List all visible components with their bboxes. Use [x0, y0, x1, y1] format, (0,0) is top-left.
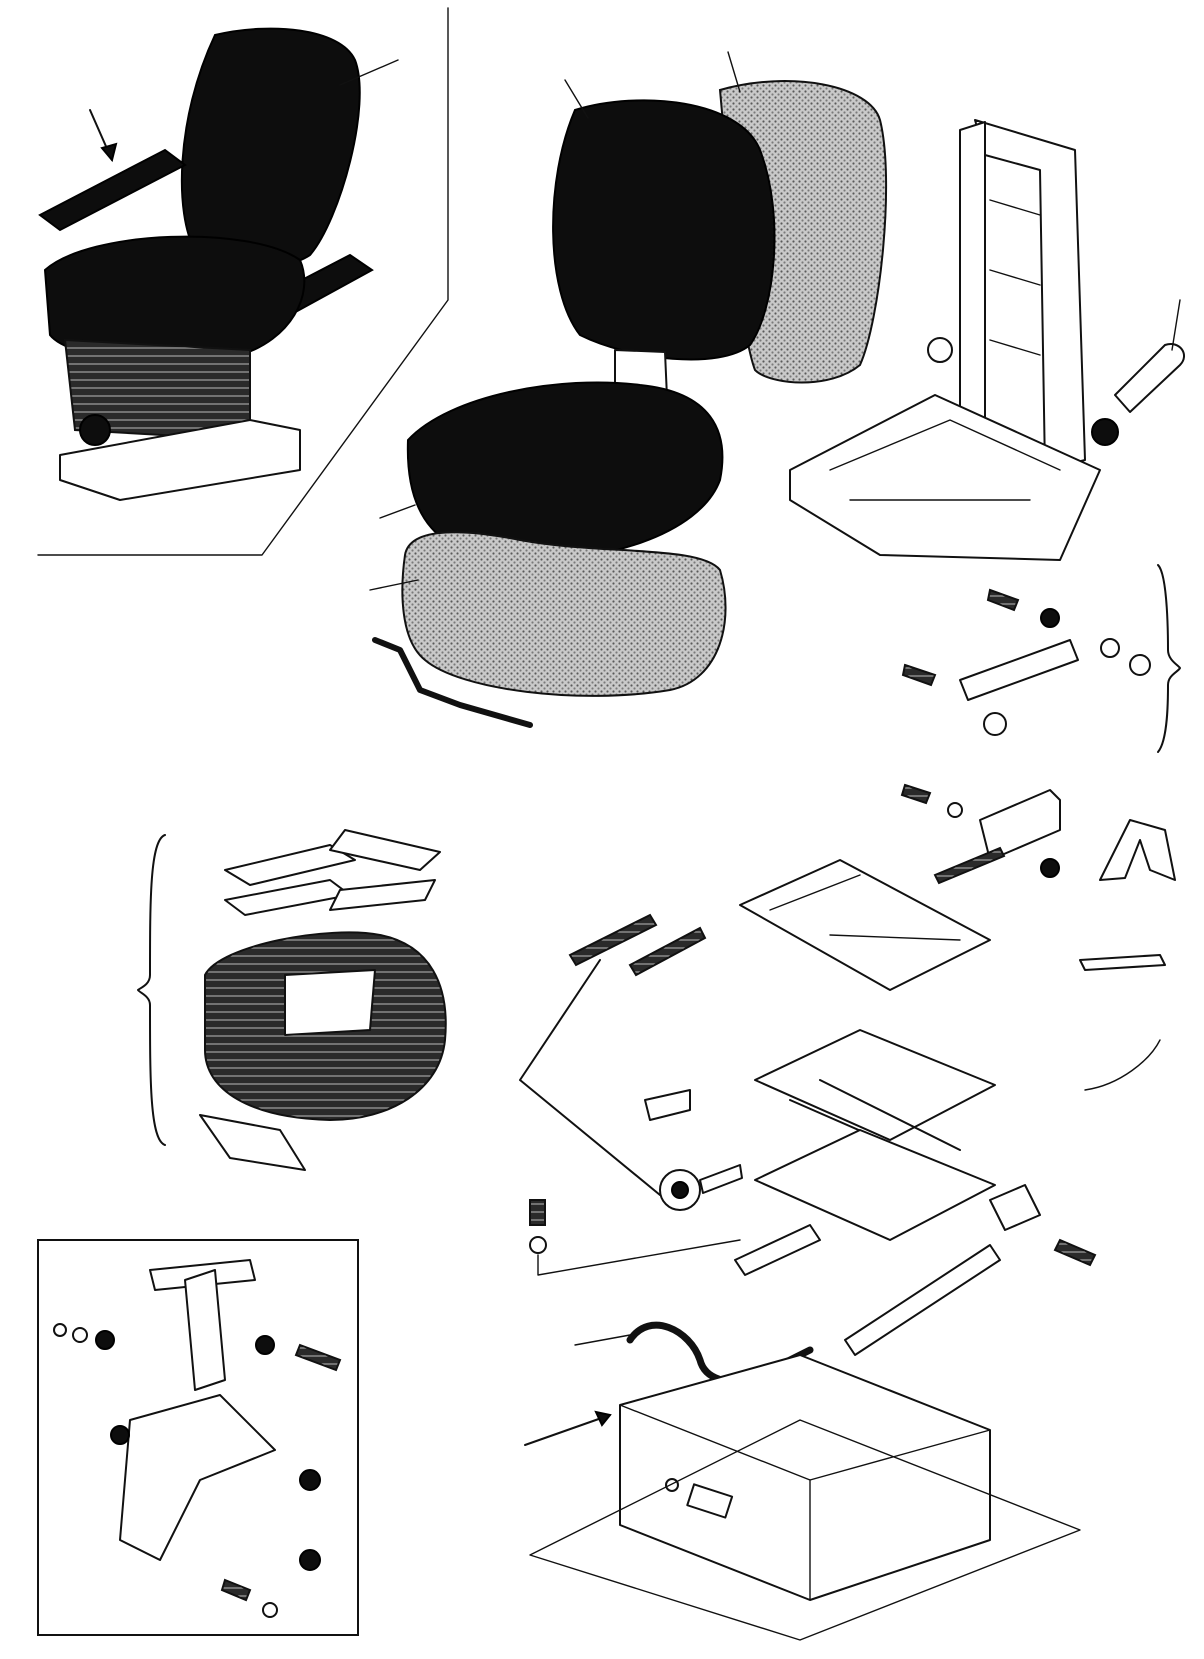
frame-back-inner [959, 121, 986, 431]
mid-small-parts [900, 783, 1176, 1091]
base-group [524, 1199, 1081, 1641]
leader-lines-springs [519, 959, 661, 1196]
frame-crossbars [989, 199, 1041, 356]
frame-seat-pan [789, 394, 1101, 561]
upper-frame-lines [769, 874, 961, 941]
frame-pivot-right [1091, 418, 1119, 446]
bolt-1 [986, 588, 1020, 612]
kit-bracket-right [1157, 564, 1181, 753]
washer-1 [1040, 608, 1060, 628]
washer-3 [947, 802, 963, 818]
box-lock [665, 1478, 679, 1492]
box-edges [619, 1404, 991, 1601]
leader-line-1 [339, 59, 399, 86]
small-parts-bracket [1084, 1039, 1161, 1091]
mount-plate-2 [329, 829, 441, 871]
assembled-armrest-left [38, 148, 187, 232]
nut-2 [983, 712, 1007, 736]
bolt-2 [901, 663, 937, 687]
bellows-opening [284, 969, 376, 1036]
mount-plate-1 [224, 844, 356, 886]
leader-line-2 [564, 79, 589, 119]
height-knob-center [671, 1181, 689, 1199]
seat-frame-group [789, 119, 1185, 561]
inset-linkage [119, 1394, 276, 1561]
bumper [989, 1184, 1041, 1231]
threaded-rod [933, 846, 1006, 885]
leader-line-5 [369, 579, 419, 591]
assembled-knob [79, 414, 111, 446]
backrest-cushion [552, 99, 776, 361]
slide-rail-right [844, 1244, 1001, 1356]
inset-bushing-3 [110, 1425, 130, 1445]
gas-spring-kit [901, 564, 1181, 753]
control-rod [372, 637, 533, 728]
inset-bushing-2 [255, 1335, 275, 1355]
bellows-bracket [199, 1114, 306, 1171]
kit-bracket-left [137, 834, 166, 1146]
inset-washer-2 [72, 1327, 88, 1343]
bellows-kit [137, 829, 447, 1171]
assembled-backrest [180, 27, 361, 269]
washer-4 [1040, 858, 1060, 878]
scissor-top [754, 1029, 996, 1141]
adjustment-lever [1114, 343, 1185, 413]
inset-bushing-1 [95, 1330, 115, 1350]
frame-seat-lines [829, 419, 1061, 501]
frame-back-upright [974, 119, 1086, 471]
arrow-head [100, 142, 118, 163]
washer-2 [1100, 638, 1120, 658]
bolt-4 [1053, 1238, 1097, 1267]
scissor-bottom [754, 1129, 996, 1241]
inset-bolt-2 [220, 1578, 252, 1602]
bolt-5 [529, 1199, 546, 1226]
inset-washer-1 [53, 1323, 67, 1337]
assembled-base [59, 419, 301, 501]
inset-bolt-1 [294, 1343, 342, 1372]
slide-rail-left [734, 1224, 821, 1276]
knob-shaft [699, 1164, 743, 1194]
leader-line-8 [574, 1334, 631, 1346]
arrow-head-2 [594, 1410, 612, 1427]
washer-5 [529, 1236, 547, 1254]
assembled-seat-view [37, 7, 449, 556]
leader-line-4 [379, 504, 416, 519]
small-plate [1079, 954, 1166, 971]
box-label-plate [686, 1483, 734, 1519]
spring-2 [628, 926, 707, 977]
angle-bracket [644, 1089, 691, 1121]
seat-cushion-cover [401, 531, 727, 697]
gas-spring [959, 639, 1079, 701]
spring-1 [568, 913, 658, 967]
inset-bushing-5 [299, 1549, 321, 1571]
floor-outline [529, 1419, 1081, 1641]
leader-line-6 [1171, 299, 1181, 351]
view-border [37, 7, 449, 556]
tension-bracket [979, 789, 1061, 861]
linkage-detail-inset [37, 1239, 359, 1636]
mount-plate-4 [329, 879, 436, 911]
frame-pivot-left [927, 337, 953, 363]
inset-pivot-arm [184, 1269, 226, 1391]
leader-line-7 [537, 1239, 741, 1276]
suspension-assembly [519, 859, 1097, 1267]
bolt-3 [900, 783, 932, 805]
backrest-cushion-group [369, 51, 888, 728]
base-pointer-arrow [524, 1414, 611, 1446]
nut-1 [1129, 654, 1151, 676]
inset-bushing-4 [299, 1469, 321, 1491]
folded-strip [1099, 819, 1176, 881]
leader-line-3 [727, 51, 741, 93]
upper-frame [739, 859, 991, 991]
inset-washer-3 [262, 1602, 278, 1618]
inset-border [37, 1239, 359, 1636]
